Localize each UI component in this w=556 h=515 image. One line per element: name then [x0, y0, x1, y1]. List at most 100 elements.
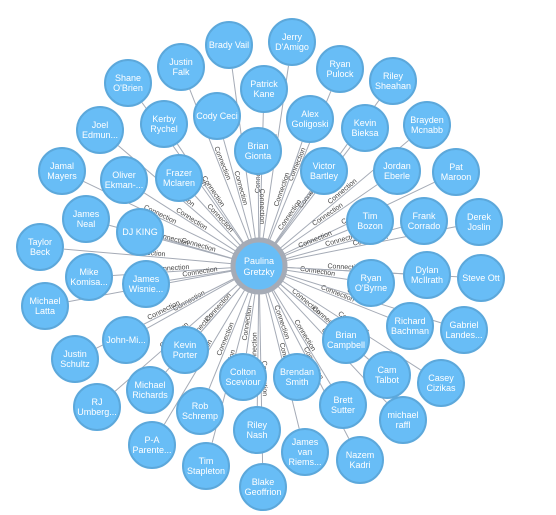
center-node-circle[interactable] — [230, 237, 288, 295]
node-circle[interactable] — [62, 195, 110, 243]
node-brady-vail[interactable]: Brady Vail — [205, 21, 253, 69]
node-circle[interactable] — [403, 251, 451, 299]
node-circle[interactable] — [233, 406, 281, 454]
node-circle[interactable] — [73, 383, 121, 431]
node-circle[interactable] — [155, 154, 203, 202]
node-oliver-ekman[interactable]: OliverEkman-... — [100, 156, 148, 204]
node-circle[interactable] — [336, 436, 384, 484]
node-circle[interactable] — [122, 260, 170, 308]
node-circle[interactable] — [273, 353, 321, 401]
edge-frazer-mclaren[interactable] — [194, 195, 241, 246]
edge-james-wisniewski[interactable] — [169, 269, 232, 281]
node-circle[interactable] — [21, 282, 69, 330]
node-steve-ott[interactable]: Steve Ott — [457, 254, 505, 302]
node-cody-ceci[interactable]: Cody Ceci — [193, 92, 241, 140]
node-circle[interactable] — [116, 208, 164, 256]
node-circle[interactable] — [240, 65, 288, 113]
node-circle[interactable] — [341, 104, 389, 152]
node-circle[interactable] — [51, 335, 99, 383]
node-circle[interactable] — [400, 197, 448, 245]
edge-brian-gionta[interactable] — [257, 174, 260, 239]
node-circle[interactable] — [176, 387, 224, 435]
node-rj-umberger[interactable]: RJUmberg... — [73, 383, 121, 431]
node-circle[interactable] — [104, 59, 152, 107]
node-circle[interactable] — [417, 359, 465, 407]
node-circle[interactable] — [316, 45, 364, 93]
node-circle[interactable] — [38, 147, 86, 195]
edge-taylor-beck[interactable] — [63, 248, 232, 265]
node-circle[interactable] — [455, 198, 503, 246]
node-john-michael[interactable]: John-Mi... — [102, 316, 150, 364]
node-circle[interactable] — [234, 127, 282, 175]
node-circle[interactable] — [157, 43, 205, 91]
node-circle[interactable] — [205, 21, 253, 69]
node-circle[interactable] — [193, 92, 241, 140]
edge-richard-bachman[interactable] — [284, 275, 388, 318]
edge-tim-bozon[interactable] — [284, 229, 348, 256]
node-circle[interactable] — [268, 18, 316, 66]
node-circle[interactable] — [140, 100, 188, 148]
node-circle[interactable] — [322, 316, 370, 364]
node-circle[interactable] — [363, 351, 411, 399]
node-circle[interactable] — [386, 302, 434, 350]
node-circle[interactable] — [319, 381, 367, 429]
node-circle[interactable] — [369, 57, 417, 105]
node-circle[interactable] — [457, 254, 505, 302]
edge-brendan-smith[interactable] — [267, 292, 290, 355]
node-circle[interactable] — [76, 106, 124, 154]
node-circle[interactable] — [182, 442, 230, 490]
node-circle[interactable] — [281, 428, 329, 476]
node-circle[interactable] — [403, 101, 451, 149]
edge-oliver-ekman[interactable] — [143, 192, 236, 252]
node-james-van-riemsdyk[interactable]: JamesvanRiems... — [281, 428, 329, 476]
edge-rob-schremp[interactable] — [208, 291, 249, 389]
node-circle[interactable] — [161, 326, 209, 374]
edge-john-michael[interactable] — [146, 279, 235, 329]
node-pa-parenteau[interactable]: P-AParente... — [128, 421, 176, 469]
edge-dj-king[interactable] — [162, 238, 233, 259]
edge-brett-sutter[interactable] — [273, 289, 332, 385]
node-circle[interactable] — [239, 463, 287, 511]
node-circle[interactable] — [347, 259, 395, 307]
edge-ryan-obyrne[interactable] — [286, 269, 348, 280]
node-circle[interactable] — [373, 147, 421, 195]
edge-alex-goligoski[interactable] — [267, 141, 303, 240]
node-circle[interactable] — [432, 148, 480, 196]
node-circle[interactable] — [346, 197, 394, 245]
node-circle[interactable] — [126, 366, 174, 414]
node-joel-edmundson[interactable]: JoelEdmun... — [76, 106, 124, 154]
edge-cody-ceci[interactable] — [222, 138, 252, 240]
node-circle[interactable] — [286, 95, 334, 143]
